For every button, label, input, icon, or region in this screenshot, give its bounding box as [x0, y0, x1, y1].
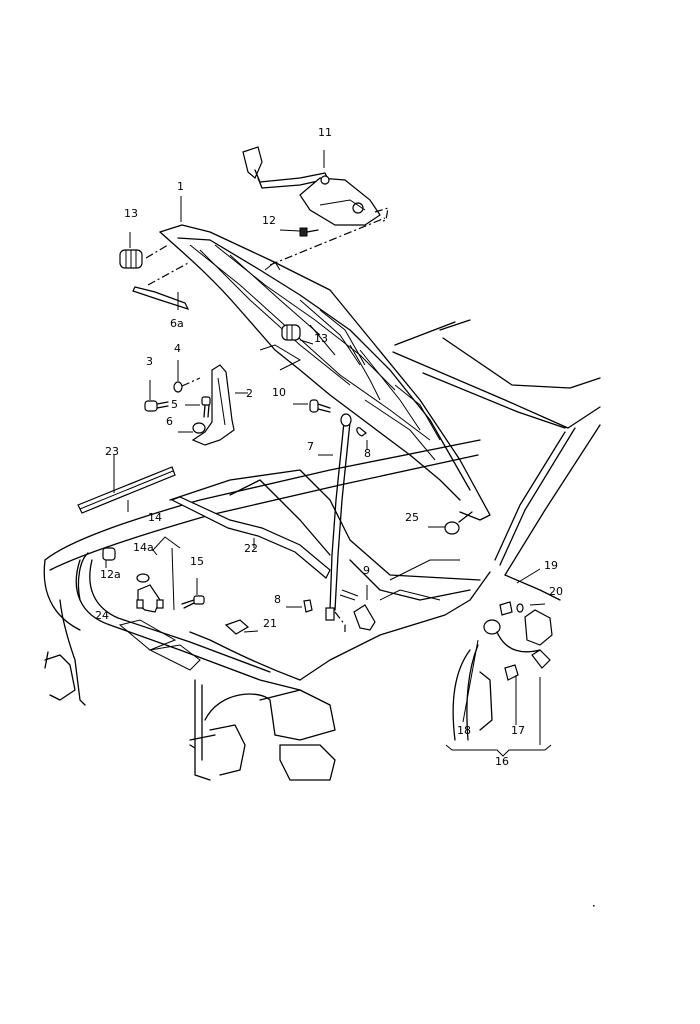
bolt-12	[299, 227, 319, 237]
label-6: 6	[166, 415, 173, 428]
label-16: 16	[495, 755, 509, 768]
label-20: 20	[549, 585, 563, 598]
label-18: 18	[457, 724, 471, 737]
label-13-left: 13	[124, 207, 138, 220]
latch-group-16	[479, 601, 553, 731]
stray-dot	[593, 905, 595, 907]
label-9: 9	[363, 564, 370, 577]
callout-lines	[105, 150, 552, 757]
bolt-3	[144, 400, 169, 412]
label-24: 24	[95, 609, 109, 622]
gas-strut-7	[325, 413, 352, 621]
label-21: 21	[263, 617, 277, 630]
latch-release-lever	[242, 146, 381, 226]
bracket-9	[339, 589, 376, 631]
label-17: 17	[511, 724, 525, 737]
latch-14a	[136, 573, 164, 613]
release-cable	[189, 631, 301, 681]
label-23: 23	[105, 445, 119, 458]
buffer-12a	[102, 547, 116, 561]
grommet-25	[444, 511, 473, 535]
label-2: 2	[246, 387, 253, 400]
rubber-buffer-13-left	[119, 249, 143, 269]
leader-lines-dashed	[145, 207, 389, 632]
label-3: 3	[146, 355, 153, 368]
part-labels: 1 2 3 4 5 6 6a 7 8 8 9 10 11 12 12a 13 1…	[95, 126, 563, 768]
seal-23	[77, 466, 176, 514]
washer-6	[192, 422, 206, 434]
seal-strip-6a	[132, 286, 190, 311]
label-22: 22	[244, 542, 258, 555]
clip-8-upper	[356, 427, 367, 437]
bolt-10	[309, 399, 331, 413]
washer-4	[173, 381, 183, 393]
label-11: 11	[318, 126, 332, 139]
label-8-lower: 8	[274, 593, 281, 606]
label-14: 14	[148, 511, 162, 524]
bolt-15	[181, 595, 205, 609]
label-15: 15	[190, 555, 204, 568]
seal-22	[170, 496, 331, 579]
hood-panel	[159, 224, 491, 521]
pad-21	[224, 619, 250, 635]
label-25: 25	[405, 511, 419, 524]
bolt-5	[201, 396, 211, 418]
label-8-upper: 8	[364, 447, 371, 460]
label-1: 1	[177, 180, 184, 193]
label-19: 19	[544, 559, 558, 572]
label-6a: 6a	[170, 317, 184, 330]
label-10: 10	[272, 386, 286, 399]
label-7: 7	[307, 440, 314, 453]
label-4: 4	[174, 342, 181, 355]
rubber-buffer-13-hood	[281, 324, 301, 341]
label-5: 5	[171, 398, 178, 411]
label-12a: 12a	[100, 568, 121, 581]
label-13-hood: 13	[314, 332, 328, 345]
clip-8-lower	[303, 599, 313, 613]
hinge-2	[191, 364, 235, 446]
label-14a: 14a	[133, 541, 154, 554]
label-12: 12	[262, 214, 276, 227]
hose-12a	[77, 552, 89, 601]
